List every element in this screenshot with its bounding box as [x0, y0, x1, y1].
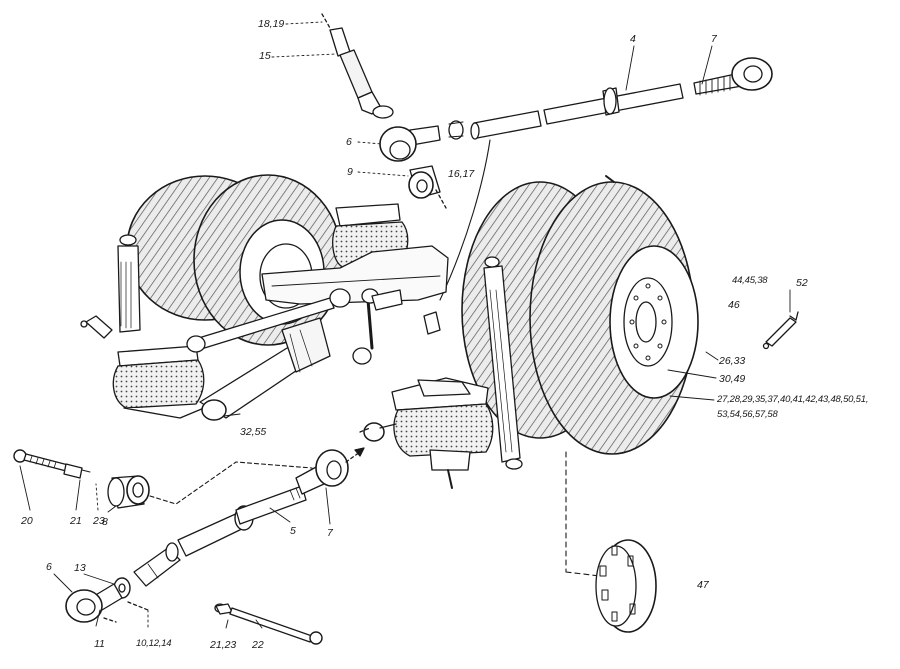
centre-links — [186, 288, 403, 365]
rod-end-7-top — [693, 57, 773, 96]
track-rod-4 — [470, 83, 684, 140]
callout-4: 4 — [630, 33, 636, 45]
callout-27-line2: 53,54,56,57,58 — [717, 409, 778, 420]
callout-9: 9 — [347, 166, 353, 178]
callout-10-12-14: 10,12,14 — [136, 638, 172, 649]
trailing-arm-32-55 — [199, 317, 331, 421]
bush-8 — [107, 475, 150, 509]
left-shock-absorber — [117, 234, 141, 333]
axle-beam — [261, 245, 449, 305]
king-pin-15 — [321, 13, 394, 119]
callout-5: 5 — [290, 525, 296, 537]
callout-46: 46 — [728, 299, 740, 311]
track-rod-5 — [177, 485, 307, 557]
bolt-22 — [214, 603, 323, 645]
callout-26-33: 26,33 — [719, 355, 746, 367]
callout-21: 21 — [70, 515, 82, 527]
callout-30-49: 30,49 — [719, 373, 746, 385]
right-shock-absorber — [483, 256, 523, 470]
callout-6-bottom: 6 — [46, 561, 52, 573]
alignment-arrows — [345, 427, 371, 463]
right-air-spring — [391, 377, 494, 457]
callout-8: 8 — [102, 516, 108, 528]
bolt-20 — [13, 449, 91, 479]
callout-20: 20 — [21, 515, 33, 527]
callout-32-55: 32,55 — [240, 426, 267, 438]
rod-end-6-bottom — [65, 583, 149, 623]
callout-27-line1: 27,28,29,35,37,40,41,42,43,48,50,51, — [717, 394, 869, 405]
callout-44-45-38: 44,45,38 — [732, 275, 768, 286]
callout-21-23: 21,23 — [210, 639, 237, 651]
callout-22: 22 — [252, 639, 264, 651]
right-hanger — [423, 311, 471, 489]
callout-18-19: 18,19 — [258, 18, 285, 30]
callout-23: 23 — [93, 515, 105, 527]
callout-6-top: 6 — [346, 136, 352, 148]
tube-10-12-14 — [133, 542, 181, 587]
callout-16-17: 16,17 — [448, 168, 475, 180]
left-dual-wheel — [126, 174, 343, 346]
left-bracket — [80, 315, 113, 339]
callout-15: 15 — [259, 50, 271, 62]
callout-7-top: 7 — [711, 33, 717, 45]
bush-9 — [408, 165, 441, 199]
left-air-spring-lower — [112, 345, 205, 419]
rod-end-6-top — [379, 120, 464, 162]
callout-47: 47 — [697, 579, 709, 591]
bracket-52 — [762, 311, 799, 350]
callout-11: 11 — [94, 638, 105, 650]
rod-end-7-bottom — [295, 449, 349, 495]
bush-near-rod-end — [363, 422, 397, 442]
callout-7-bottom: 7 — [327, 527, 333, 539]
wheel-ring-47 — [565, 451, 657, 633]
callout-52: 52 — [796, 277, 808, 289]
callout-13: 13 — [74, 562, 86, 574]
leader-lines — [19, 21, 791, 629]
